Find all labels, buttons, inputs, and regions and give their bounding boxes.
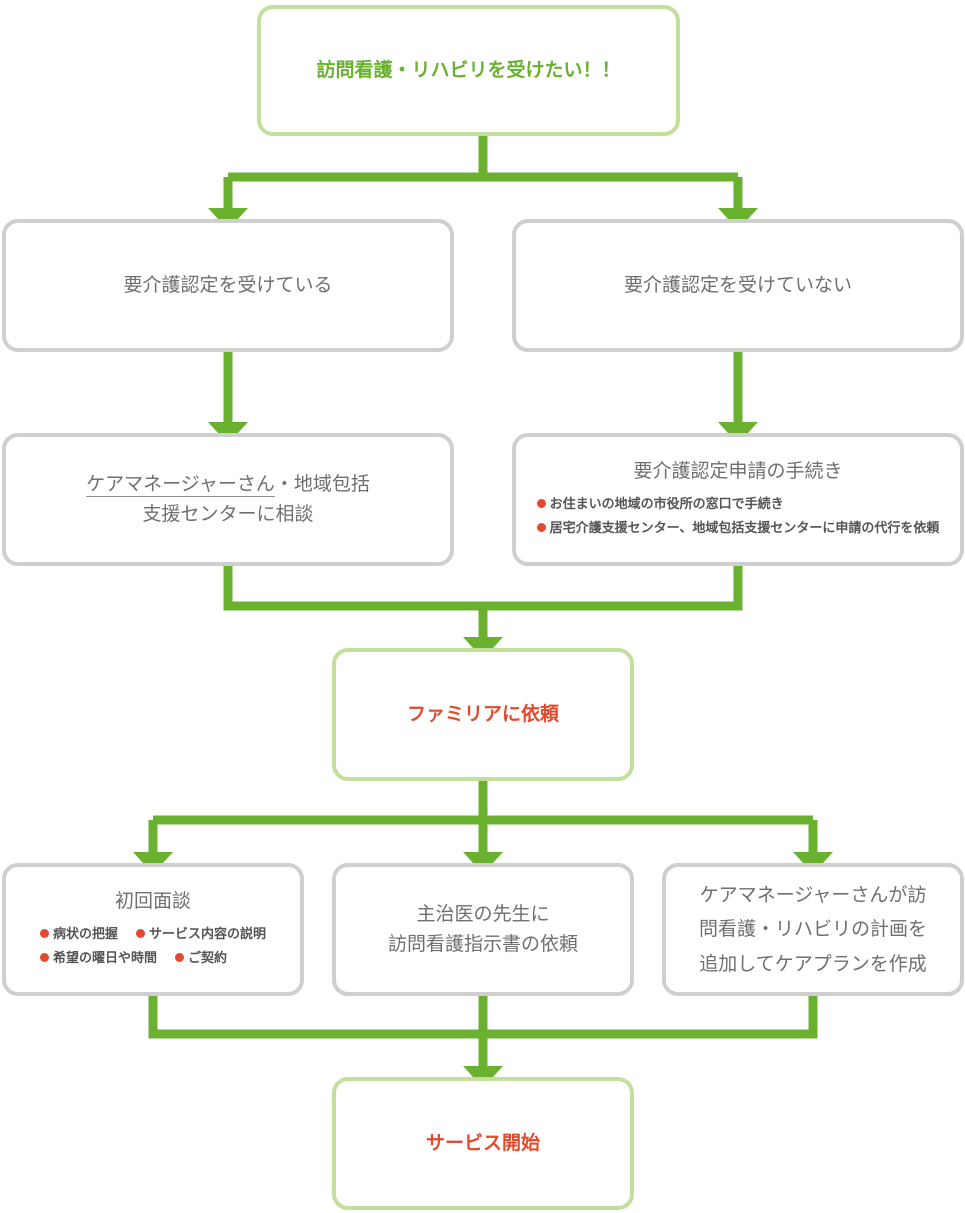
consult-line1-rest: ・地域包括: [274, 473, 370, 496]
node-request: ファミリアに依頼: [332, 648, 634, 781]
node-not-certified: 要介護認定を受けていない: [512, 219, 964, 352]
bullet-dot-icon: [536, 498, 546, 508]
node-interview-title: 初回面談: [114, 890, 191, 913]
connector-request-split: [148, 777, 818, 852]
node-certified-label: 要介護認定を受けている: [123, 273, 333, 296]
apply-bullet-list: お住まいの地域の市役所の窓口で手続き 居宅介護支援センター、地域包括支援センター…: [536, 493, 940, 542]
interview-bullet-row: 希望の曜日や時間 ご契約: [39, 947, 266, 972]
connector-merge-start: [148, 992, 818, 1066]
care-manager-underlined: ケアマネージャーさん: [86, 473, 275, 496]
doctor-line2: 訪問看護指示書の依頼: [387, 932, 578, 955]
node-apply-title: 要介護認定申請の手続き: [633, 460, 843, 483]
connector-start-split: [223, 132, 743, 208]
node-doctor-text: 主治医の先生に 訪問看護指示書の依頼: [388, 900, 578, 959]
apply-bullet-item: お住まいの地域の市役所の窓口で手続き: [536, 493, 940, 518]
careplan-line1: ケアマネージャーさんが訪: [699, 884, 927, 907]
node-consult-text: ケアマネージャーさん・地域包括 支援センターに相談: [86, 470, 370, 529]
interview-bullet-row: 病状の把握 サービス内容の説明: [39, 923, 266, 948]
node-start-label: 訪問看護・リハビリを受けたい！！: [316, 58, 621, 81]
node-interview: 初回面談 病状の把握 サービス内容の説明 希望の曜日や時間 ご契約: [2, 863, 304, 996]
node-not-certified-label: 要介護認定を受けていない: [623, 273, 852, 296]
careplan-line3: 追加してケアプランを作成: [699, 952, 927, 975]
careplan-line2: 問看護・リハビリの計画を: [698, 918, 927, 941]
interview-bullet-list: 病状の把握 サービス内容の説明 希望の曜日や時間 ご契約: [39, 923, 266, 972]
bullet-dot-icon: [175, 953, 184, 963]
node-request-label: ファミリアに依頼: [406, 702, 559, 725]
interview-bullet-item: サービス内容の説明: [136, 923, 266, 948]
connector-merge-request: [223, 562, 743, 637]
interview-bullet-item: 希望の曜日や時間: [39, 947, 157, 972]
bullet-dot-icon: [136, 928, 145, 938]
interview-bullet-item: ご契約: [175, 947, 227, 972]
node-careplan: ケアマネージャーさんが訪 問看護・リハビリの計画を 追加してケアプランを作成: [662, 863, 964, 996]
node-service-start-label: サービス開始: [425, 1131, 540, 1154]
bullet-dot-icon: [39, 953, 49, 963]
doctor-line1: 主治医の先生に: [416, 903, 550, 926]
node-apply: 要介護認定申請の手続き お住まいの地域の市役所の窓口で手続き 居宅介護支援センタ…: [512, 433, 964, 566]
node-service-start: サービス開始: [332, 1077, 634, 1210]
interview-bullet-item: 病状の把握: [39, 923, 118, 948]
consult-line2: 支援センターに相談: [142, 502, 314, 525]
node-consult: ケアマネージャーさん・地域包括 支援センターに相談: [2, 433, 454, 566]
node-start: 訪問看護・リハビリを受けたい！！: [257, 5, 680, 136]
node-doctor: 主治医の先生に 訪問看護指示書の依頼: [332, 863, 634, 996]
bullet-dot-icon: [39, 928, 49, 938]
bullet-dot-icon: [536, 523, 546, 533]
apply-bullet-item: 居宅介護支援センター、地域包括支援センターに申請の代行を依頼: [536, 517, 939, 542]
node-certified: 要介護認定を受けている: [2, 219, 454, 352]
node-careplan-text: ケアマネージャーさんが訪 問看護・リハビリの計画を 追加してケアプランを作成: [699, 878, 927, 981]
